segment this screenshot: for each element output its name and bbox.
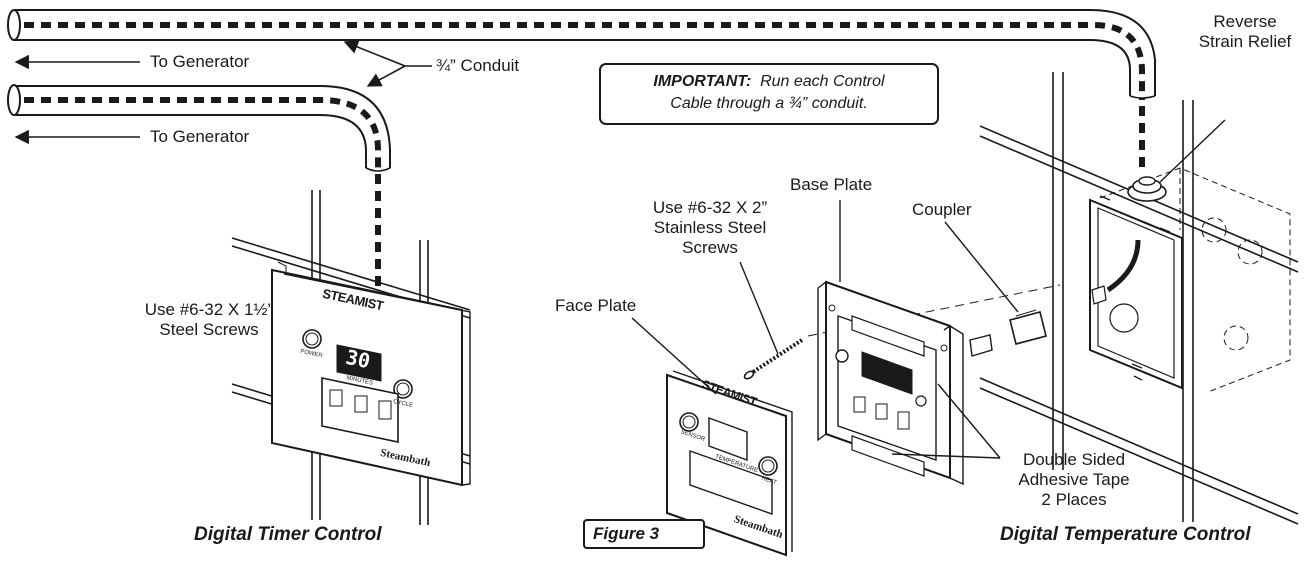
second-conduit xyxy=(7,84,391,292)
screws-1half-label: Use #6-32 X 1½” Steel Screws xyxy=(144,300,274,339)
temp-control-title: Digital Temperature Control xyxy=(1000,524,1251,545)
base-plate xyxy=(817,280,964,486)
to-generator-label-2: To Generator xyxy=(150,127,250,146)
important-note-line1: Run each Control xyxy=(760,73,885,90)
base-plate-label: Base Plate xyxy=(790,175,873,194)
reverse-strain-relief-label: Reverse Strain Relief xyxy=(1198,12,1292,51)
screws-2in-label: Use #6-32 X 2” Stainless Steel Screws xyxy=(652,198,768,257)
timer-display-value: 30 xyxy=(343,344,373,374)
timer-panel xyxy=(271,261,471,487)
screw-2in xyxy=(743,338,804,380)
figure-label: Figure 3 xyxy=(583,519,705,549)
coupler xyxy=(969,309,1047,357)
right-wall-studs xyxy=(979,72,1299,525)
coupler-label: Coupler xyxy=(912,200,972,219)
face-plate-label: Face Plate xyxy=(555,296,637,315)
face-plate xyxy=(666,370,793,557)
important-note-bold: IMPORTANT: xyxy=(653,73,752,90)
tape-label: Double Sided Adhesive Tape 2 Places xyxy=(1018,450,1130,509)
box-dashed-outline xyxy=(1099,167,1291,393)
leader-lines xyxy=(631,119,1226,459)
electrical-box xyxy=(1089,195,1183,390)
timer-control-title: Digital Timer Control xyxy=(194,524,382,545)
alignment-line xyxy=(807,284,1061,337)
conduit-leaders xyxy=(343,40,432,87)
important-note-line2: Cable through a ¾” conduit. xyxy=(670,95,868,112)
to-generator-label-1: To Generator xyxy=(150,52,250,71)
important-note: IMPORTANT: Run each Control Cable throug… xyxy=(599,63,939,125)
conduit-label: ¾” Conduit xyxy=(436,56,520,75)
top-conduit xyxy=(7,9,1156,172)
strain-relief xyxy=(1127,176,1167,202)
